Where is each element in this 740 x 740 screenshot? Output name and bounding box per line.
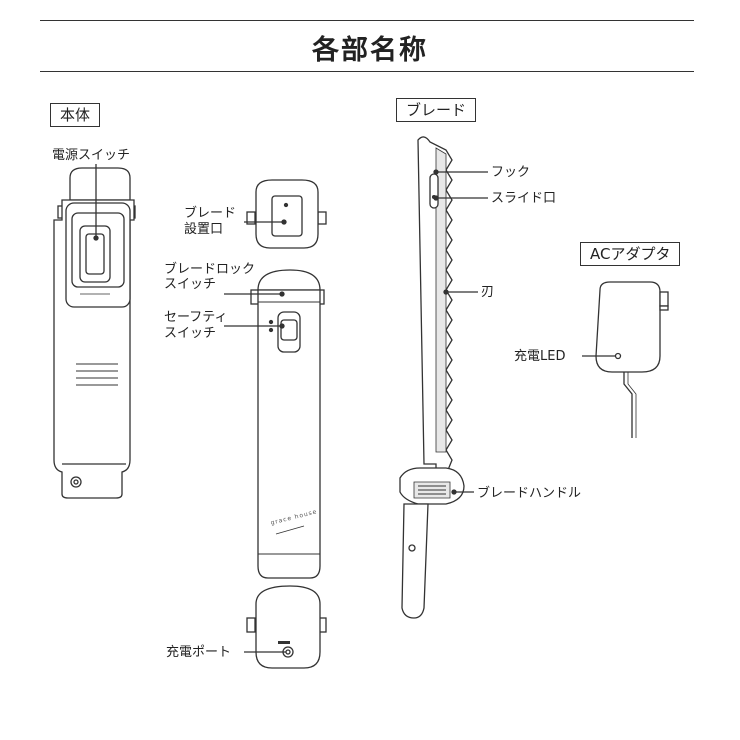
blade-lock-leader xyxy=(224,291,285,297)
main-body-front xyxy=(53,164,136,499)
label-slide-slot: スライド口 xyxy=(491,191,557,206)
label-edge: 刃 xyxy=(481,285,495,300)
label-safety-switch-line2: スイッチ xyxy=(164,326,217,341)
label-charge-led: 充電LED xyxy=(514,349,566,364)
blade-drawing xyxy=(399,136,488,619)
top-rule xyxy=(40,20,694,21)
section-label-adapter: ACアダプタ xyxy=(580,242,681,266)
section-label-body: 本体 xyxy=(50,103,101,127)
label-blade-lock-line2: スイッチ xyxy=(164,277,217,292)
blade-slot-topview xyxy=(244,179,327,249)
label-hook: フック xyxy=(491,165,531,180)
label-blade-slot-line1: ブレード xyxy=(184,206,237,221)
charge-port-bottomview xyxy=(244,585,327,669)
section-label-blade: ブレード xyxy=(396,98,477,122)
label-blade-slot-line2: 設置口 xyxy=(184,222,224,237)
label-charge-port: 充電ポート xyxy=(166,645,232,660)
ac-adapter-drawing xyxy=(582,281,669,438)
label-blade-lock-line1: ブレードロック xyxy=(164,262,256,277)
blade-slot-leader xyxy=(244,219,287,225)
title-underline xyxy=(40,71,694,72)
power-switch-leader xyxy=(93,164,99,241)
label-safety-switch-line1: セーフティ xyxy=(164,310,228,325)
label-blade-handle: ブレードハンドル xyxy=(477,486,582,501)
page-title: 各部名称 xyxy=(312,35,428,66)
main-body-side xyxy=(224,269,325,579)
safety-switch-leader xyxy=(224,323,285,329)
label-power-switch: 電源スイッチ xyxy=(52,148,131,163)
